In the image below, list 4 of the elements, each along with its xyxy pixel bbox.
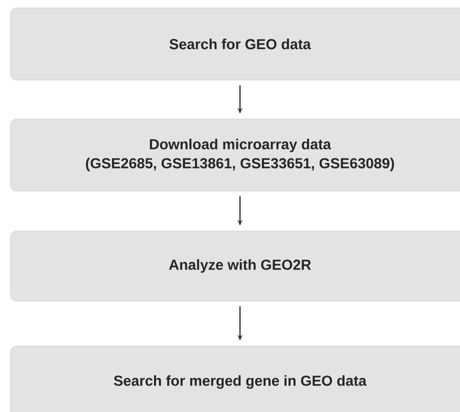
process-box: Search for GEO data xyxy=(10,8,460,80)
process-box: Search for merged gene in GEO data xyxy=(10,346,460,412)
process-box: Analyze with GEO2R xyxy=(10,230,460,302)
process-box: Download microarray data (GSE2685, GSE13861, GSE33651, GSE63089) xyxy=(10,118,460,192)
